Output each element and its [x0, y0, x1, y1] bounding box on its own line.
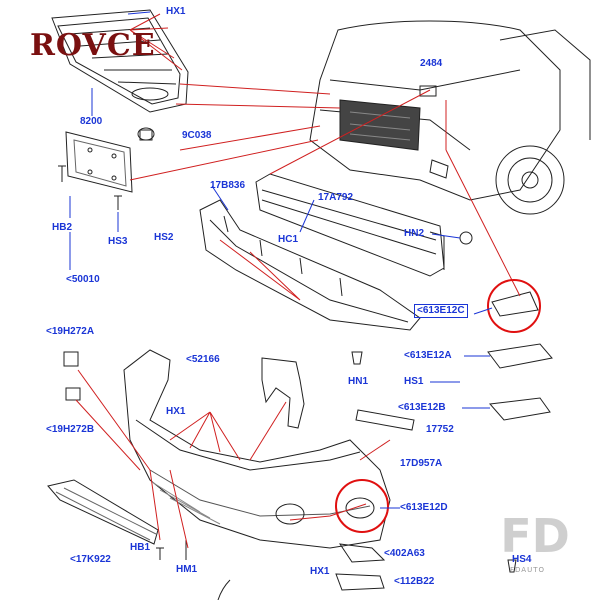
plate-bracket-drawing: [65, 131, 133, 193]
label-hs1: HS1: [404, 376, 424, 387]
label-hs2: HS2: [154, 232, 174, 243]
lower-grille-drawing: [47, 479, 159, 545]
label-hb1: HB1: [130, 542, 151, 553]
label-613e12a: <613E12A: [404, 350, 452, 361]
label-17b836: 17B836: [210, 180, 246, 191]
label-hx1-mid: HX1: [166, 406, 186, 417]
label-hn2: HN2: [404, 228, 425, 239]
label-17k922: <17K922: [70, 554, 111, 565]
energy-absorber-drawing: [199, 199, 421, 331]
label-112b22: <112B22: [394, 576, 435, 587]
trim-613e12b-drawing: [488, 397, 551, 421]
label-17a792: 17A792: [318, 192, 354, 203]
label-hs4: HS4: [512, 554, 532, 565]
label-8200: 8200: [80, 116, 103, 127]
label-hc1: HC1: [278, 234, 299, 245]
label-19h272b: <19H272B: [46, 424, 95, 435]
label-hn1: HN1: [348, 376, 369, 387]
label-613e12b: <613E12B: [398, 402, 446, 413]
strip-17752-drawing: [355, 409, 415, 431]
label-hm1: HM1: [176, 564, 198, 575]
brand-logo: ROVCE: [30, 28, 156, 63]
label-613e12c: <613E12C: [414, 304, 468, 318]
watermark-subtitle: FDAUTO: [510, 566, 545, 574]
highlight-ring-613e12d: [335, 479, 389, 533]
label-402a63: <402A63: [384, 548, 425, 559]
label-hb2: HB2: [52, 222, 73, 233]
label-17d957a: 17D957A: [400, 458, 443, 469]
trim-613e12c-drawing: [491, 291, 539, 317]
label-613e12d: <613E12D: [400, 502, 448, 513]
label-50010: <50010: [66, 274, 100, 285]
bracket-52166-drawing: [261, 357, 305, 429]
highlight-ring-613e12c: [487, 279, 541, 333]
label-2484: 2484: [420, 58, 443, 69]
car-front-drawing: [309, 20, 591, 215]
bumper-beam-drawing: [255, 173, 445, 277]
label-hx1-top: HX1: [166, 6, 186, 17]
label-17752: 17752: [426, 424, 454, 435]
label-hx1-bottom: HX1: [310, 566, 330, 577]
leader-lines: [75, 13, 521, 549]
clip-9c038-drawing: [137, 127, 155, 141]
label-9c038: 9C038: [182, 130, 212, 141]
label-hs3: HS3: [108, 236, 128, 247]
label-52166: <52166: [186, 354, 220, 365]
label-19h272a: <19H272A: [46, 326, 95, 337]
trim-613e12a-drawing: [487, 343, 553, 369]
watermark-logo: FD: [500, 509, 570, 563]
